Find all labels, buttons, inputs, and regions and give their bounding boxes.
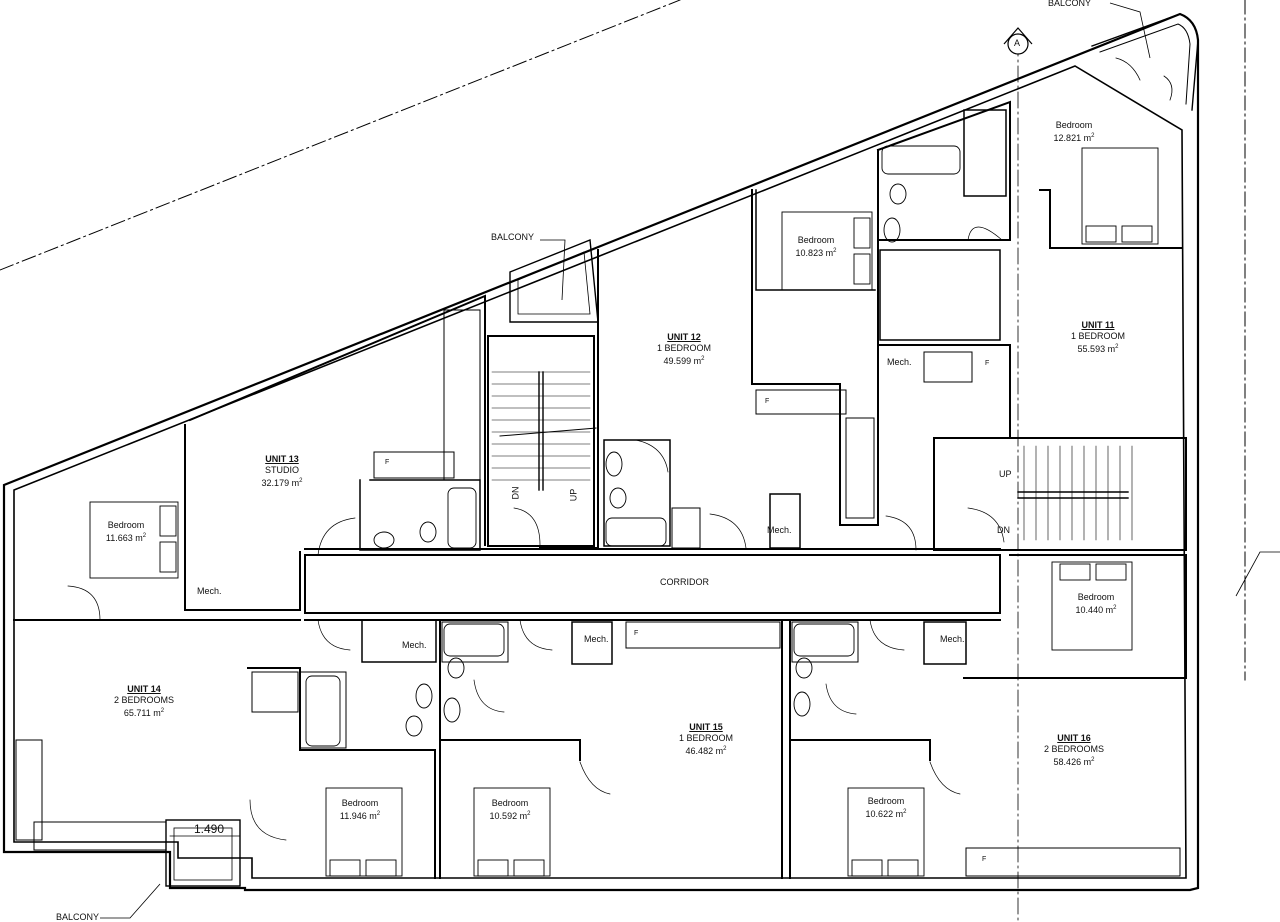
mech-label: Mech. [940, 634, 965, 644]
balcony-label-mid: BALCONY [491, 232, 535, 242]
corridor-label: CORRIDOR [660, 577, 709, 587]
balcony-label-top: BALCONY [1048, 0, 1092, 8]
fridge-label: F [385, 459, 390, 466]
mech-label: Mech. [584, 634, 609, 644]
balcony-top [1091, 13, 1199, 111]
unit-11-walls [876, 100, 1011, 241]
stair-up-label: UP [568, 488, 579, 502]
fridge-label: F [982, 856, 987, 863]
fridge-label: F [634, 630, 639, 637]
fridge-label: F [765, 398, 770, 405]
property-line [0, 0, 681, 271]
beds [89, 147, 1159, 877]
exterior-wall-outer [2, 12, 1200, 892]
fridge-label: F [985, 360, 990, 367]
unit-13-walls [184, 424, 301, 611]
mech-label: Mech. [197, 586, 222, 596]
balcony-bottom [165, 819, 241, 887]
mech-label: Mech. [402, 640, 427, 650]
balcony-label-bottom: BALCONY [56, 912, 100, 922]
exterior-wall-inner [13, 65, 1187, 879]
stair-2 [933, 437, 1187, 551]
unit-12-walls [539, 249, 599, 549]
stair-dn-label: DN [510, 486, 521, 500]
stair-1 [487, 335, 595, 547]
stair-dn-label: DN [997, 525, 1010, 535]
stair-up-label: UP [999, 469, 1012, 479]
mech-label: Mech. [887, 357, 912, 367]
door-swings [67, 226, 1005, 841]
section-label: A [1014, 38, 1021, 48]
mech-label: Mech. [767, 525, 792, 535]
dimension-label: 1.490 [194, 822, 225, 836]
section-marker [1003, 27, 1033, 55]
corridor [304, 554, 1001, 614]
bathroom-fixtures [305, 145, 961, 747]
